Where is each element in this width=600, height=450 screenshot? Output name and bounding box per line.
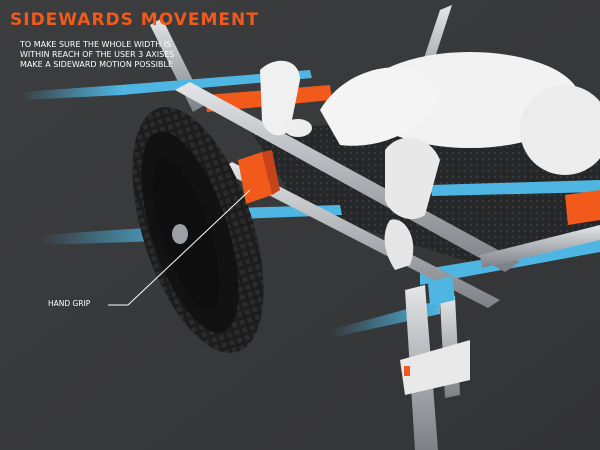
blue-axis-top-glow [20, 85, 122, 100]
hand-grip-callout: HAND GRIP [48, 299, 91, 308]
blue-axis-rear [430, 180, 600, 196]
side-rail [175, 82, 520, 272]
hand-grip [238, 152, 272, 204]
wheel [132, 107, 264, 353]
description-text: TO MAKE SURE THE WHOLE WIDTH IS WITHIN R… [20, 40, 175, 69]
side-rail-far [480, 225, 600, 268]
orange-pin [404, 366, 410, 376]
orange-slider-right [565, 190, 600, 225]
blue-sleeve [428, 276, 455, 306]
page-title: SIDEWARDS MOVEMENT [10, 10, 259, 30]
callout-leader-line [108, 189, 251, 306]
user-figure [260, 52, 600, 270]
hand-grip-shade [262, 150, 280, 195]
side-rail-lower [220, 162, 500, 308]
front-leg-foot [400, 340, 470, 395]
